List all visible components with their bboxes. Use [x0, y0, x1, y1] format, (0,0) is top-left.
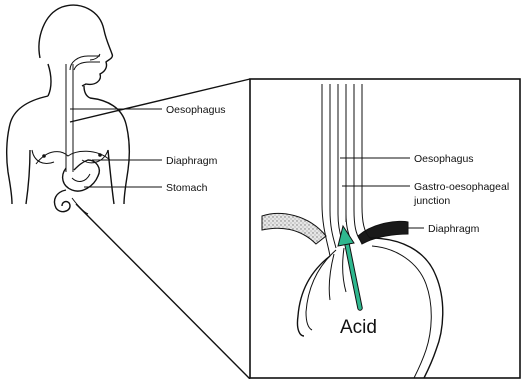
stomach-inner	[72, 174, 90, 181]
right-shoulder-arm	[90, 98, 129, 204]
zoom-line-bottom	[76, 204, 250, 379]
label-diaphragm-left: Diaphragm	[166, 155, 218, 167]
label-oesophagus-inset: Oesophagus	[414, 153, 474, 165]
label-oesophagus-left: Oesophagus	[166, 104, 226, 116]
label-diaphragm-inset: Diaphragm	[428, 223, 480, 235]
intestine-loop	[54, 190, 70, 212]
label-junction-line2: junction	[413, 195, 450, 207]
label-acid: Acid	[340, 317, 377, 338]
label-junction-line1: Gastro-oesophageal	[414, 181, 509, 193]
face-detail	[90, 54, 100, 60]
torso-left-side	[26, 150, 30, 204]
intestine-tail	[72, 198, 88, 214]
pharynx	[70, 56, 100, 70]
label-stomach-left: Stomach	[166, 182, 208, 194]
torso-right-side	[108, 150, 114, 204]
stomach-outline	[63, 160, 100, 191]
torso-figure	[7, 5, 130, 214]
neck-right	[84, 86, 90, 98]
neck-left	[48, 64, 51, 96]
